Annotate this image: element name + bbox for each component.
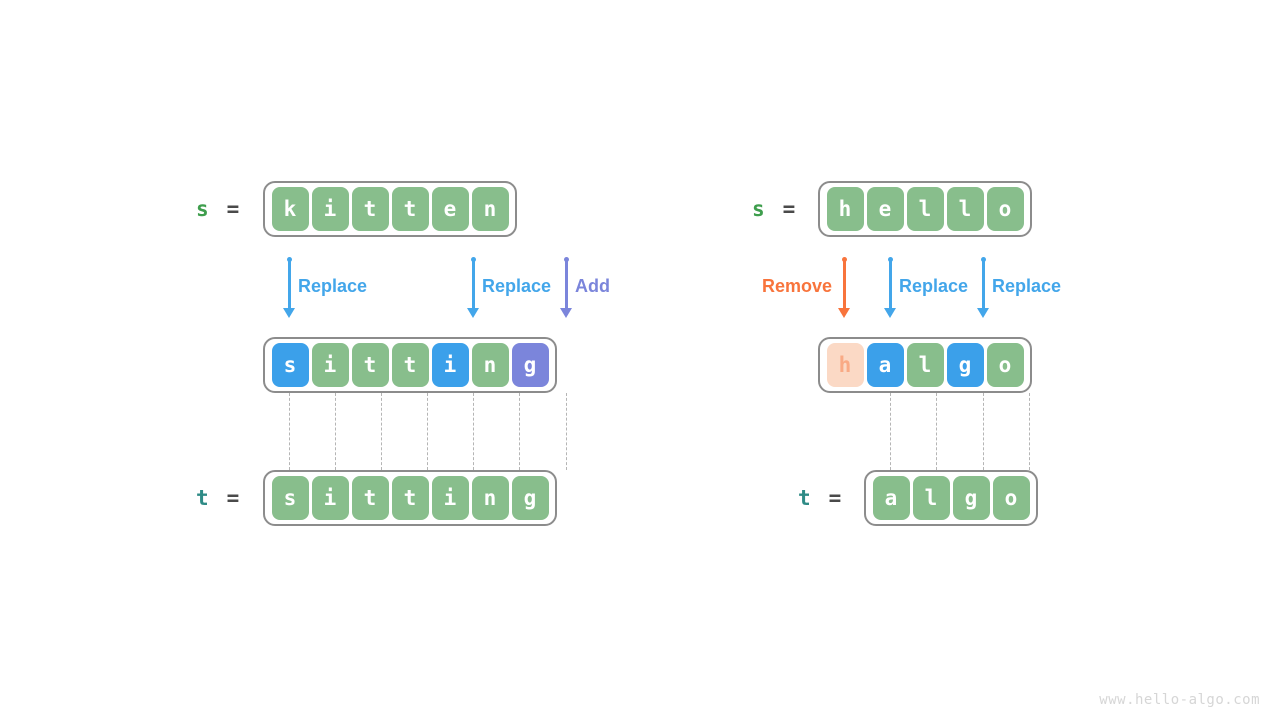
array-cell: h <box>826 343 864 387</box>
array-cell: g <box>946 343 984 387</box>
target-variable-label-left: t = <box>196 472 239 524</box>
array-cell: l <box>912 476 950 520</box>
result-array-left: s i t t i n g <box>263 337 557 393</box>
target-equals-sign: = <box>226 486 240 510</box>
connector-line <box>335 393 336 470</box>
source-variable-label-right: s = <box>752 183 795 235</box>
array-cell: s <box>271 476 309 520</box>
source-array-right: h e l l o <box>818 181 1032 237</box>
source-array-left: k i t t e n <box>263 181 517 237</box>
target-equals-sign: = <box>828 486 842 510</box>
arrow-head-icon <box>977 308 989 318</box>
array-cell: h <box>826 187 864 231</box>
array-cell: n <box>471 476 509 520</box>
arrow-shaft <box>842 258 846 310</box>
operation-label: Replace <box>899 276 969 296</box>
array-cell: i <box>311 476 349 520</box>
array-cell: l <box>906 187 944 231</box>
arrow-shaft <box>471 258 475 310</box>
arrow-shaft <box>287 258 291 310</box>
array-cell: e <box>431 187 469 231</box>
array-cell: k <box>271 187 309 231</box>
connector-line <box>936 393 937 470</box>
target-variable-name: t <box>196 486 209 510</box>
connector-line <box>566 393 567 470</box>
arrow-head-icon <box>884 308 896 318</box>
array-cell: l <box>946 187 984 231</box>
arrow-head-icon <box>283 308 295 318</box>
target-variable-name: t <box>798 486 811 510</box>
source-variable-name: s <box>752 197 765 221</box>
result-array-right: h a l g o <box>818 337 1032 393</box>
source-equals-sign: = <box>226 197 240 221</box>
connector-line <box>427 393 428 470</box>
array-cell: g <box>511 476 549 520</box>
arrow-shaft <box>888 258 892 310</box>
array-cell: g <box>511 343 549 387</box>
operation-label: Replace <box>992 276 1062 296</box>
connector-line <box>1029 393 1030 470</box>
operation-label: Remove <box>761 276 832 296</box>
arrow-shaft <box>981 258 985 310</box>
connector-line <box>289 393 290 470</box>
array-cell: n <box>471 343 509 387</box>
array-cell: i <box>431 343 469 387</box>
array-cell: g <box>952 476 990 520</box>
connector-line <box>473 393 474 470</box>
arrow-head-icon <box>467 308 479 318</box>
target-variable-label-right: t = <box>798 472 841 524</box>
array-cell: l <box>906 343 944 387</box>
connector-line <box>983 393 984 470</box>
source-variable-label-left: s = <box>196 183 239 235</box>
source-variable-name: s <box>196 197 209 221</box>
operation-label: Replace <box>298 276 368 296</box>
array-cell: t <box>391 187 429 231</box>
array-cell: i <box>311 343 349 387</box>
source-equals-sign: = <box>782 197 796 221</box>
array-cell: i <box>311 187 349 231</box>
array-cell: a <box>872 476 910 520</box>
operation-label: Add <box>575 276 610 296</box>
array-cell: o <box>992 476 1030 520</box>
target-array-right: a l g o <box>864 470 1038 526</box>
arrow-shaft <box>564 258 568 310</box>
connector-line <box>519 393 520 470</box>
array-cell: n <box>471 187 509 231</box>
array-cell: o <box>986 343 1024 387</box>
watermark: www.hello-algo.com <box>1099 692 1260 708</box>
target-array-left: s i t t i n g <box>263 470 557 526</box>
operation-label: Replace <box>482 276 552 296</box>
array-cell: t <box>391 476 429 520</box>
array-cell: t <box>351 187 389 231</box>
array-cell: o <box>986 187 1024 231</box>
array-cell: t <box>351 343 389 387</box>
array-cell: s <box>271 343 309 387</box>
array-cell: i <box>431 476 469 520</box>
array-cell: e <box>866 187 904 231</box>
array-cell: t <box>351 476 389 520</box>
array-cell: t <box>391 343 429 387</box>
connector-line <box>890 393 891 470</box>
arrow-head-icon <box>838 308 850 318</box>
array-cell: a <box>866 343 904 387</box>
connector-line <box>381 393 382 470</box>
arrow-head-icon <box>560 308 572 318</box>
